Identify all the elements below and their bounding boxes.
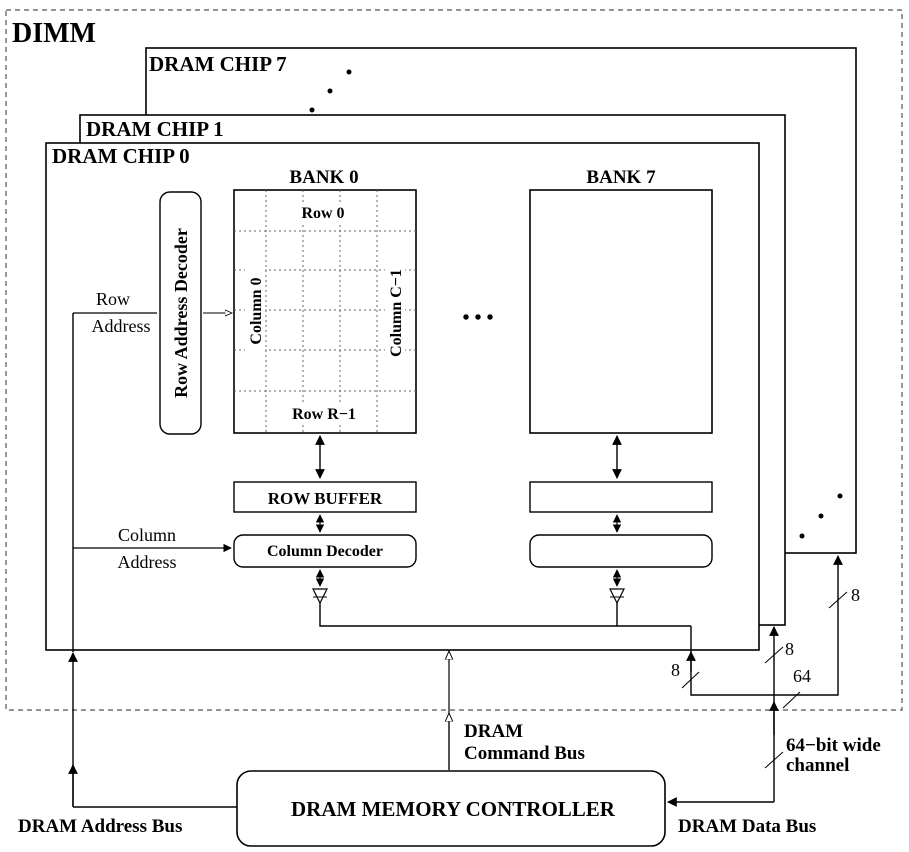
combined-width-tick: [782, 691, 801, 709]
stack-dot: [309, 107, 315, 113]
colc-label-bg: [385, 252, 405, 374]
dimm-boundary: [5, 9, 903, 711]
chip7-width-tick: [828, 591, 848, 609]
column-address-label-2: Address: [118, 552, 177, 572]
row-address-decoder: [159, 191, 202, 435]
memory-controller: [236, 770, 666, 847]
stack-dot: [818, 513, 824, 519]
chip1-label: DRAM CHIP 1: [86, 117, 224, 141]
channel-label-2: channel: [786, 755, 849, 776]
chip0-data-link: [690, 626, 774, 696]
bank7-title: BANK 7: [586, 167, 656, 188]
col0-label-bg: [245, 264, 265, 358]
command-bus-label-2: Command Bus: [464, 743, 585, 764]
row-address-label-2: Address: [92, 316, 151, 336]
stack-dot: [346, 69, 352, 75]
chip0-label: DRAM CHIP 0: [52, 144, 190, 168]
bank7-array: [529, 189, 713, 434]
stack-dot: [837, 493, 843, 499]
row-address-decoder-label: Row Address Decoder: [171, 228, 191, 398]
command-bus-label-1: DRAM: [464, 721, 523, 742]
row-address-label-1: Row: [96, 289, 130, 309]
column-last-label: Column C−1: [388, 269, 405, 357]
stack-dot: [799, 533, 805, 539]
bank0-column-decoder: [233, 534, 417, 568]
chip7-width-label: 8: [851, 585, 860, 605]
rowr-label-bg: [286, 403, 362, 423]
row-first-label: Row 0: [301, 205, 344, 222]
channel-width-tick: [764, 751, 784, 769]
column-decoder-label: Column Decoder: [267, 543, 383, 560]
dimm-label: DIMM: [12, 18, 96, 49]
column-first-label: Column 0: [248, 277, 265, 344]
chip0-width-tick: [681, 671, 700, 689]
internal-data-bus: [319, 603, 691, 627]
stack-dot: [327, 88, 333, 94]
bank0-driver-icon: [312, 588, 328, 605]
address-bus-label: DRAM Address Bus: [18, 816, 182, 837]
row-buffer-label: ROW BUFFER: [268, 489, 383, 508]
bank7-row-buffer: [529, 481, 713, 513]
chip7-label: DRAM CHIP 7: [149, 52, 287, 76]
bank-ellipsis: • • •: [462, 307, 493, 329]
bank7-column-decoder: [529, 534, 713, 568]
chip1-width-tick: [764, 646, 784, 664]
memory-controller-label: DRAM MEMORY CONTROLLER: [291, 797, 616, 821]
chip7-data-link: [774, 555, 843, 696]
bank7-driver-icon: [609, 588, 625, 605]
data-bus-label: DRAM Data Bus: [678, 816, 816, 837]
row-last-label: Row R−1: [292, 406, 356, 423]
column-address-label-1: Column: [118, 525, 176, 545]
bank0-row-buffer: [233, 481, 417, 513]
combined-width-label: 64: [793, 666, 811, 686]
bank0-title: BANK 0: [289, 167, 358, 188]
chip1-width-label: 8: [785, 639, 794, 659]
row0-label-bg: [296, 202, 352, 222]
channel-label-1: 64−bit wide: [786, 735, 881, 756]
chip0-width-label: 8: [671, 660, 680, 680]
